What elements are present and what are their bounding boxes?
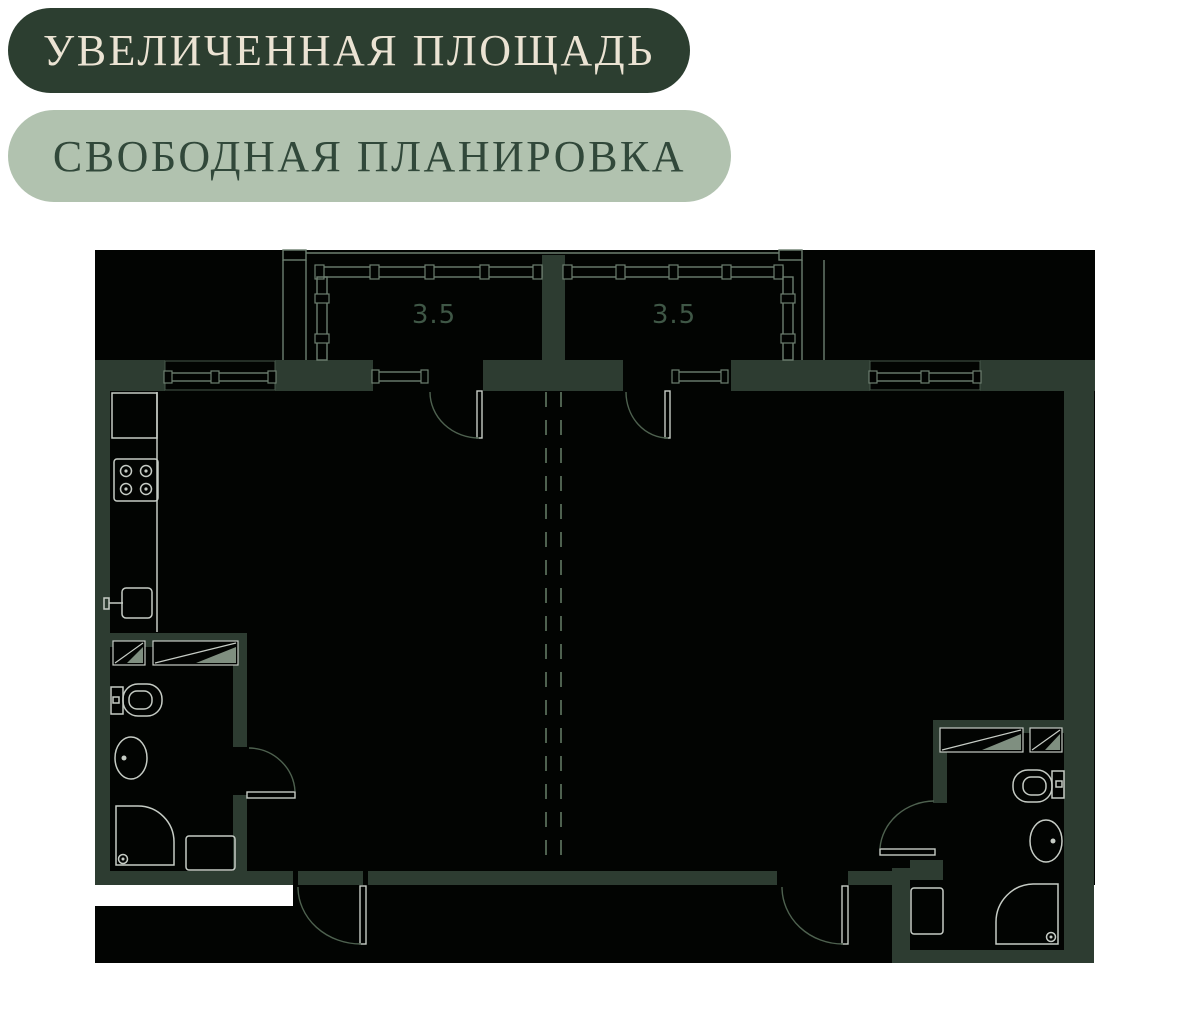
increased-area-badge: УВЕЛИЧЕННАЯ ПЛОЩАДЬ	[8, 8, 690, 93]
cabinet	[185, 835, 236, 871]
washbasin	[1029, 819, 1063, 863]
free-layout-badge: СВОБОДНАЯ ПЛАНИРОВКА	[8, 110, 731, 202]
shower	[995, 883, 1059, 945]
plan-silhouette	[95, 250, 1095, 963]
shower	[115, 805, 175, 866]
bathroom-right-door-leaf	[879, 848, 936, 856]
dashed-partition	[545, 392, 562, 868]
walls	[95, 255, 1095, 963]
toilet-bowl	[1012, 769, 1053, 803]
facade-windows	[163, 360, 982, 391]
balcony: 3.5 3.5	[282, 249, 825, 361]
doors	[246, 390, 936, 945]
toilet-bowl	[122, 683, 163, 717]
washbasin	[114, 736, 148, 780]
vent-shafts	[112, 640, 1063, 753]
stove	[113, 458, 159, 502]
entrance-door-leaf	[359, 885, 367, 945]
balcony-right-area-label: 3.5	[652, 300, 696, 330]
entrance-jamb-right	[363, 871, 368, 885]
balcony-door-left-leaf	[476, 390, 483, 439]
right-wall	[1064, 391, 1094, 963]
bathroom-left-door-leaf	[246, 791, 296, 799]
bathroom-right	[910, 769, 1065, 945]
bathroom-left	[110, 683, 236, 871]
left-wall	[95, 391, 110, 885]
vestibule-door-leaf	[841, 885, 849, 945]
balcony-pier	[542, 255, 565, 361]
kitchen	[103, 392, 159, 632]
balcony-left-area-label: 3.5	[412, 300, 456, 330]
entrance-jamb-left	[293, 871, 298, 885]
cabinet	[910, 887, 944, 935]
bottom-wall	[95, 871, 777, 885]
